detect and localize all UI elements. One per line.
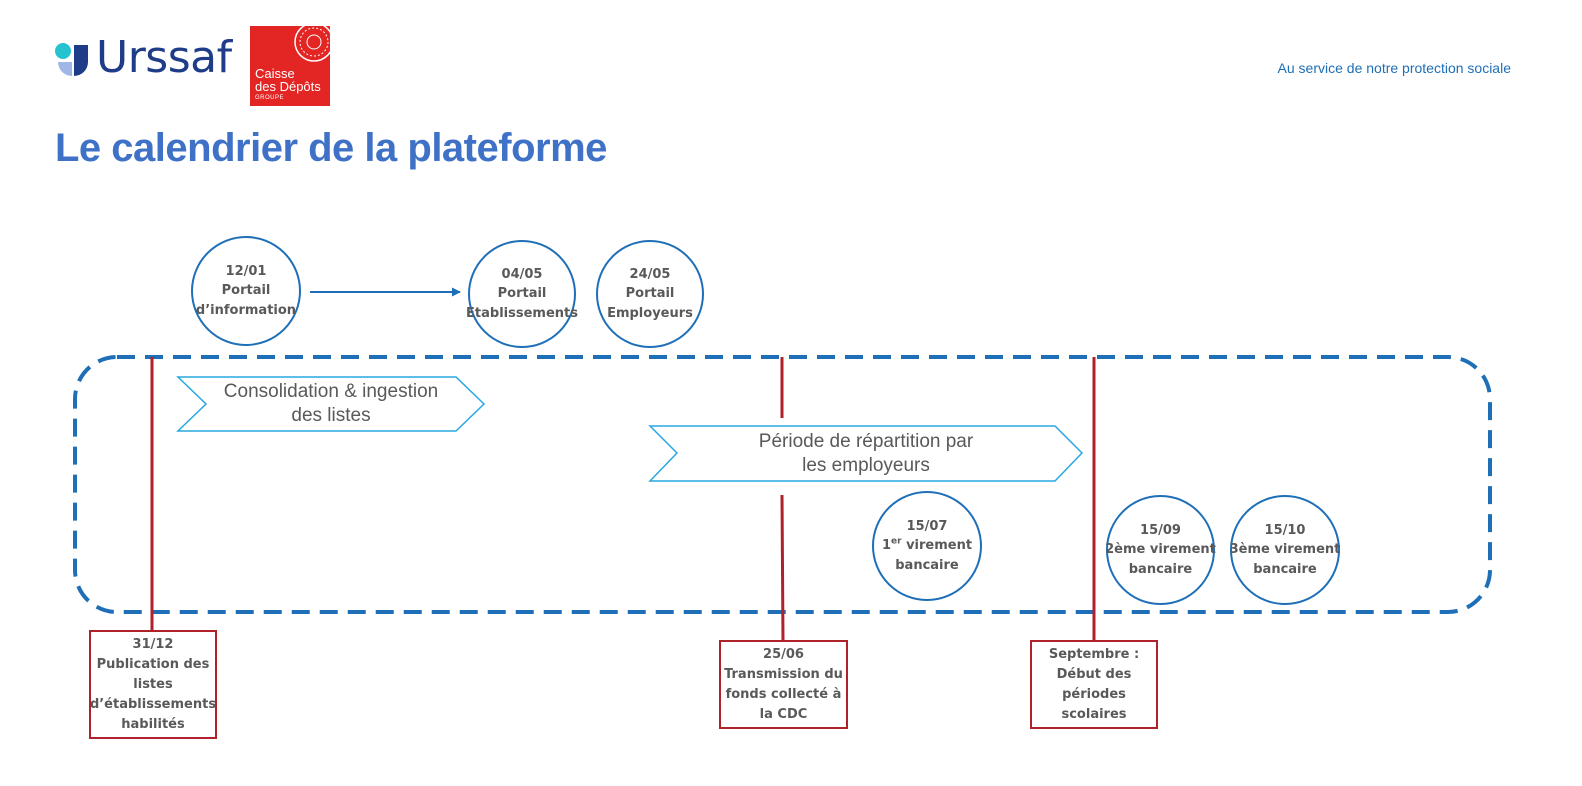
payment-line: 1er virement (882, 536, 972, 556)
key-date-publication: 31/12 Publication des listes d’établisse… (89, 630, 217, 739)
milestone-line: d’information (195, 302, 297, 318)
milestone-date: 24/05 (629, 266, 671, 282)
key-date-line: scolaires (1061, 706, 1127, 722)
key-date-line: listes (133, 676, 173, 692)
key-date-line: Début des (1056, 666, 1132, 682)
key-date-line: 25/06 (763, 646, 804, 662)
payment-date: 15/10 (1264, 522, 1306, 538)
cdc-logo-line3: GROUPE (255, 95, 285, 101)
cdc-logo-line2: des Dépôts (255, 79, 321, 94)
payment-ordinal: 1 (881, 538, 891, 554)
key-date-line: fonds collecté à (725, 686, 842, 702)
milestone-date: 12/01 (225, 263, 267, 279)
payment-date: 15/09 (1140, 522, 1181, 538)
urssaf-logo-text: Urssaf (96, 32, 232, 83)
phase-label-line: Période de répartition par (758, 430, 974, 452)
payment-line: bancaire (895, 557, 959, 573)
phase-label-consolidation: Consolidation & ingestion des listes (206, 377, 456, 431)
key-date-line: périodes (1062, 686, 1126, 702)
key-date-transmission: 25/06 Transmission du fonds collecté à l… (719, 640, 848, 729)
payment-line: bancaire (1128, 561, 1193, 577)
payment-line: bancaire (1253, 561, 1317, 577)
phase-label-repartition: Période de répartition par les employeur… (677, 426, 1055, 481)
payment-line-text: virement (906, 538, 973, 554)
phase-chevron-consolidation (176, 376, 486, 432)
key-date-line: la CDC (759, 706, 808, 722)
key-date-line: d’établissements (89, 696, 217, 712)
phase-label-line: des listes (291, 405, 371, 426)
urssaf-logo-icon (55, 43, 88, 76)
key-date-line: habilités (121, 716, 185, 732)
key-date-line: Publication des (96, 656, 210, 672)
milestone-portail-information: 12/01 Portail d’information (191, 236, 301, 346)
payment-3: 15/10 3ème virement bancaire (1230, 495, 1340, 605)
milestone-portail-employeurs: 24/05 Portail Employeurs (596, 240, 704, 348)
milestone-line: Employeurs (607, 305, 693, 321)
phase-label-line: Consolidation & ingestion (223, 381, 439, 402)
milestone-line: Portail (221, 283, 271, 299)
cdc-logo: Caisse des Dépôts GROUPE (250, 26, 330, 106)
marker-line-transmission-lower (780, 494, 785, 642)
cdc-seal-icon (294, 26, 330, 62)
cdc-logo-line1: Caisse (255, 66, 295, 81)
milestone-line: Portail (497, 286, 547, 302)
phase-label-line: les employeurs (802, 454, 930, 476)
payment-1: 15/07 1er virement bancaire (872, 491, 982, 601)
key-date-line: Septembre : (1048, 646, 1140, 662)
tagline: Au service de notre protection sociale (1277, 60, 1511, 76)
milestone-line: Etablissements (466, 305, 578, 321)
milestone-portail-etablissements: 04/05 Portail Etablissements (466, 240, 578, 348)
payment-2: 15/09 2ème virement bancaire (1105, 495, 1216, 605)
key-date-line: Transmission du (724, 666, 843, 682)
key-date-line: 31/12 (132, 636, 174, 652)
payment-line: 3ème virement (1229, 542, 1341, 558)
milestone-date: 04/05 (501, 266, 543, 282)
milestone-line: Portail (625, 286, 675, 302)
payment-date: 15/07 (906, 518, 948, 534)
phase-chevron-repartition (648, 425, 1084, 482)
payment-line: 2ème virement (1105, 542, 1216, 558)
payment-ordinal-suffix: er (890, 536, 902, 547)
page-title: Le calendrier de la plateforme (55, 126, 607, 170)
key-date-septembre: Septembre : Début des périodes scolaires (1030, 640, 1158, 729)
